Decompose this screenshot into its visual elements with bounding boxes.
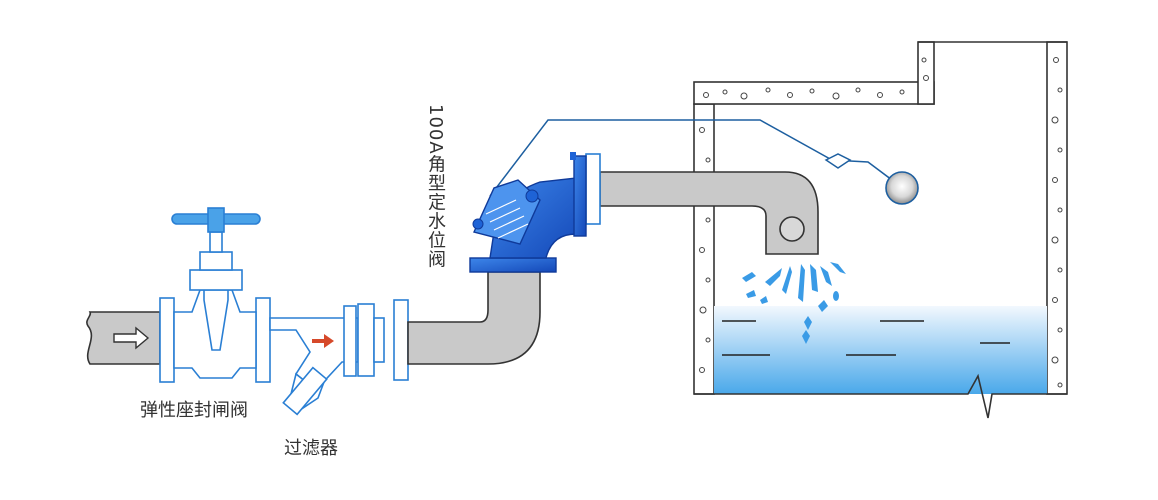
filter-label: 过滤器 <box>284 438 338 459</box>
inlet-pipe <box>86 311 161 365</box>
outlet-flange <box>585 153 601 225</box>
right-arrow-icon <box>113 326 150 350</box>
tank-roof <box>693 81 935 105</box>
water-level-marks <box>722 320 1010 356</box>
float-valve-joint <box>824 153 852 169</box>
gate-valve-label: 弹性座封闸阀 <box>140 400 248 421</box>
outlet-opening <box>779 216 805 242</box>
tank-bottom <box>694 373 1067 419</box>
float-control-line <box>489 119 893 197</box>
float-ball-icon <box>885 171 919 205</box>
y-strainer <box>269 299 409 416</box>
tank-water <box>714 306 1047 394</box>
tank-right-wall <box>1046 41 1068 395</box>
outlet-pipe <box>585 153 819 255</box>
filter-flow-arrow-icon <box>312 334 334 348</box>
tank-roof-step <box>917 41 935 105</box>
water-splash <box>742 262 846 344</box>
angle-valve-label: 100A角型定水位阀 <box>425 104 446 269</box>
water-tank <box>693 41 1068 419</box>
angle-float-valve <box>469 152 587 273</box>
riser-pipe <box>407 271 541 365</box>
gate-valve <box>159 207 271 383</box>
